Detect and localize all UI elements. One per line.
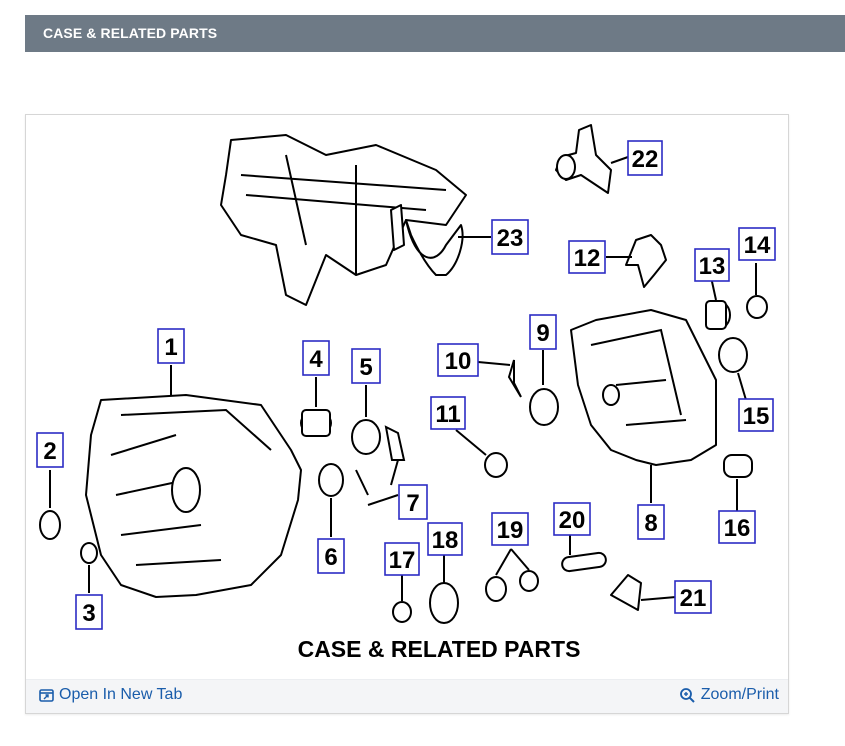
part-10 — [507, 359, 522, 398]
svg-text:7: 7 — [406, 490, 419, 517]
part-5 — [351, 419, 381, 455]
part-17 — [392, 601, 412, 623]
diagram-caption: CASE & RELATED PARTS — [298, 636, 581, 662]
svg-text:9: 9 — [536, 320, 549, 347]
svg-text:2: 2 — [43, 438, 56, 465]
section-header: CASE & RELATED PARTS — [25, 15, 845, 52]
part-7 — [355, 425, 406, 496]
callout-21: 21 — [674, 580, 712, 614]
callout-2: 2 — [36, 432, 64, 468]
part-9 — [529, 388, 559, 426]
callout-22: 22 — [627, 140, 663, 176]
part-rear-housing — [570, 309, 717, 466]
part-14 — [746, 295, 768, 319]
callout-18: 18 — [427, 522, 463, 556]
open-in-new-tab-icon — [39, 688, 54, 702]
svg-text:16: 16 — [724, 515, 751, 542]
callout-1: 1 — [157, 328, 185, 364]
callout-14: 14 — [738, 227, 776, 261]
callout-20: 20 — [553, 502, 591, 536]
svg-text:4: 4 — [309, 346, 323, 373]
part-13 — [705, 300, 731, 330]
svg-text:23: 23 — [497, 225, 524, 252]
callout-15: 15 — [738, 398, 774, 432]
svg-text:15: 15 — [743, 403, 770, 430]
part-shift-rail-assembly — [220, 134, 467, 306]
svg-text:8: 8 — [644, 510, 657, 537]
svg-text:10: 10 — [445, 348, 472, 375]
part-6 — [318, 463, 344, 497]
svg-text:19: 19 — [497, 517, 524, 544]
diagram-footer: Open In New Tab Zoom/Print — [26, 679, 788, 713]
callout-16: 16 — [718, 510, 756, 544]
svg-text:20: 20 — [559, 507, 586, 534]
part-transmission-case — [85, 394, 302, 598]
part-15 — [718, 337, 748, 373]
callout-13: 13 — [694, 248, 730, 282]
callout-17: 17 — [384, 542, 420, 576]
part-19a — [485, 576, 507, 602]
svg-text:1: 1 — [164, 334, 177, 361]
callout-3: 3 — [75, 594, 103, 630]
svg-text:13: 13 — [699, 253, 726, 280]
diagram-illustration: 1 2 3 4 5 6 7 8 9 10 11 12 13 14 15 16 1… — [36, 124, 776, 662]
callout-9: 9 — [529, 314, 557, 350]
part-16 — [723, 454, 753, 478]
part-22 — [555, 124, 612, 194]
svg-text:5: 5 — [359, 354, 372, 381]
svg-text:3: 3 — [82, 600, 95, 627]
part-2 — [39, 510, 61, 540]
part-21 — [610, 574, 642, 611]
svg-text:17: 17 — [389, 547, 416, 574]
callout-19: 19 — [491, 512, 529, 546]
magnifier-icon — [679, 687, 695, 703]
part-18 — [429, 582, 459, 624]
zoom-print-link[interactable]: Zoom/Print — [679, 686, 779, 704]
open-in-new-tab-link[interactable]: Open In New Tab — [39, 686, 182, 704]
zoom-print-label: Zoom/Print — [700, 686, 779, 703]
svg-text:22: 22 — [632, 146, 659, 173]
callout-12: 12 — [568, 240, 606, 274]
svg-text:11: 11 — [435, 401, 460, 428]
callout-23: 23 — [491, 219, 529, 255]
callout-5: 5 — [351, 348, 381, 384]
parts-diagram[interactable]: 1 2 3 4 5 6 7 8 9 10 11 12 13 14 15 16 1… — [25, 114, 789, 714]
callout-11: 11 — [430, 396, 466, 430]
part-12 — [625, 234, 667, 288]
svg-text:18: 18 — [432, 527, 459, 554]
section-title: CASE & RELATED PARTS — [43, 25, 218, 41]
svg-text:21: 21 — [680, 585, 707, 612]
svg-text:6: 6 — [324, 544, 337, 571]
leader-lines — [49, 156, 757, 601]
part-3 — [80, 542, 98, 564]
callout-7: 7 — [398, 484, 428, 520]
part-19b — [519, 570, 539, 592]
svg-text:12: 12 — [574, 245, 601, 272]
callout-4: 4 — [302, 340, 330, 376]
callout-6: 6 — [317, 538, 345, 574]
open-in-new-tab-label: Open In New Tab — [59, 686, 183, 703]
svg-text:14: 14 — [744, 232, 771, 259]
part-11 — [484, 452, 508, 478]
part-4 — [300, 409, 332, 437]
part-20 — [561, 551, 607, 573]
callout-8: 8 — [637, 504, 665, 540]
callout-10: 10 — [437, 343, 479, 377]
